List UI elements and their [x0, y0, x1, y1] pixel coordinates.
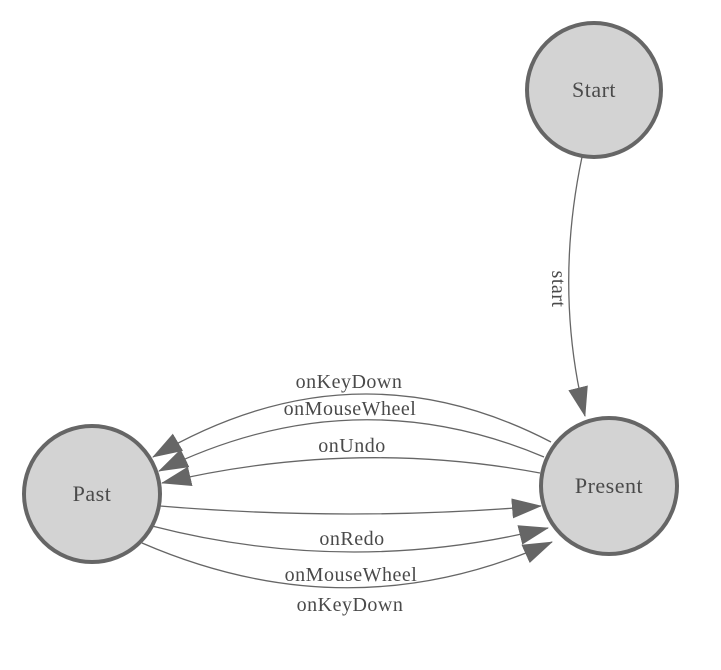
state-label-start: Start [572, 77, 616, 102]
state-label-present: Present [575, 473, 643, 498]
edge-path-onkeydown-bottom [141, 541, 553, 589]
node-group: Start Past Present [22, 21, 679, 564]
edge-path-start [568, 156, 588, 417]
state-node-start: Start [525, 21, 663, 159]
state-label-past: Past [73, 481, 112, 506]
edge-path-onredo [159, 498, 542, 519]
edge-past-to-present-onmousewheel: onMouseWheel [151, 525, 549, 586]
edge-present-to-past-onundo: onUndo [161, 435, 541, 487]
edge-path-onkeydown-top [152, 393, 552, 458]
edge-present-to-past-onmousewheel: onMouseWheel [158, 398, 545, 472]
state-circle-start [525, 21, 663, 159]
edge-label-start: start [547, 271, 569, 308]
edge-label-onredo: onRedo [319, 528, 384, 550]
state-node-present: Present [539, 416, 679, 556]
edge-label-onmousewheel-top: onMouseWheel [284, 398, 417, 420]
state-node-past: Past [22, 424, 162, 564]
edge-label-onundo: onUndo [318, 435, 385, 457]
edge-path-onmousewheel-bottom [151, 525, 549, 553]
edge-past-to-present-onkeydown: onKeyDown [141, 541, 553, 616]
edge-past-to-present-onredo: onRedo [159, 498, 542, 550]
state-circle-present [539, 416, 679, 556]
state-circle-past [22, 424, 162, 564]
edge-path-onundo [161, 457, 541, 487]
edge-label-onkeydown-bottom: onKeyDown [297, 594, 404, 616]
edge-path-onmousewheel-top [158, 419, 545, 472]
edge-label-onkeydown-top: onKeyDown [296, 371, 403, 393]
edge-group: start onKeyDown onMouseWheel onUndo onRe… [141, 156, 588, 616]
edge-present-to-past-onkeydown: onKeyDown [152, 371, 552, 458]
edge-start-to-present: start [547, 156, 588, 417]
edge-label-onmousewheel-bottom: onMouseWheel [285, 564, 418, 586]
